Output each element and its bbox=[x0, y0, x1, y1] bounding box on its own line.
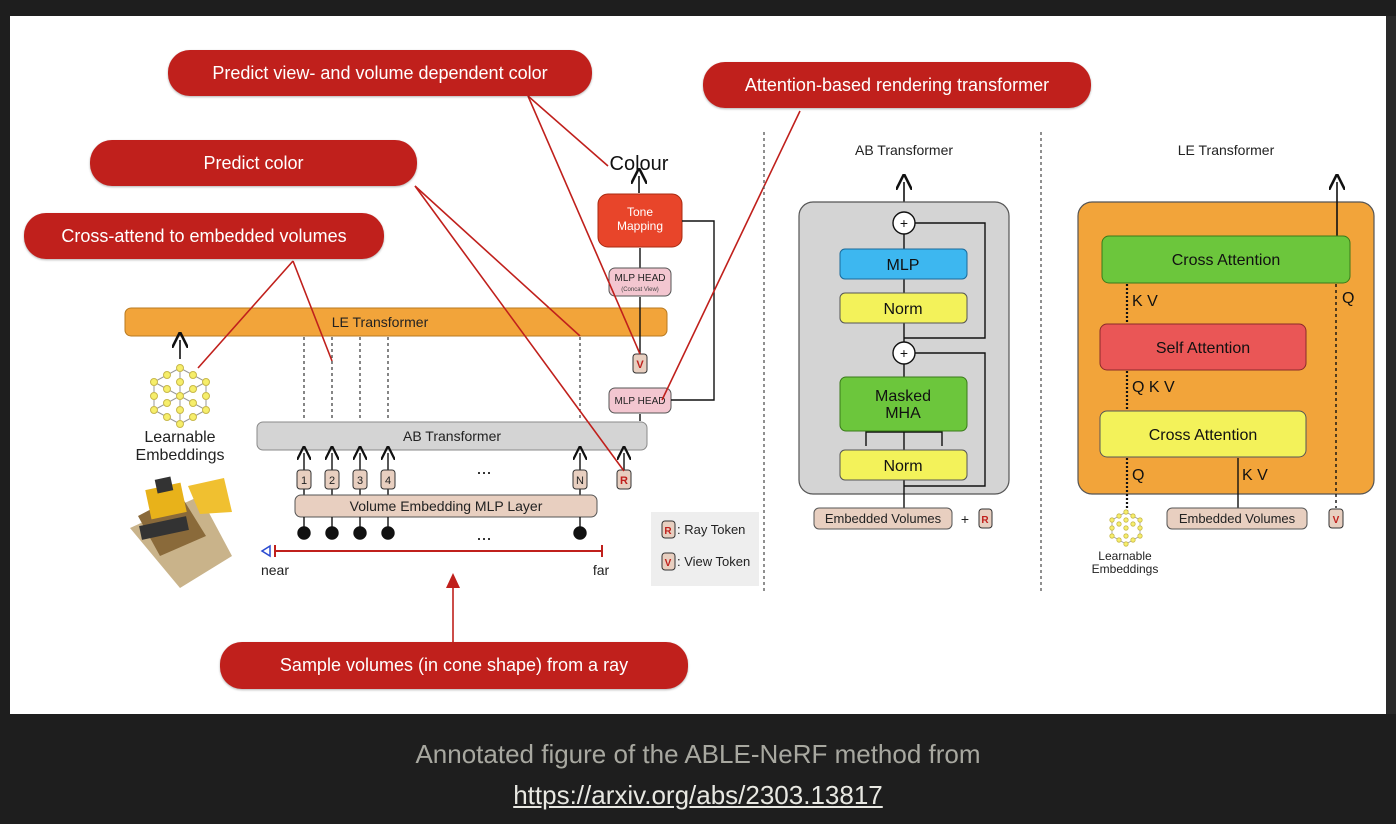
callout-sample-volumes: Sample volumes (in cone shape) from a ra… bbox=[220, 642, 688, 689]
legend-r-text: : Ray Token bbox=[677, 522, 745, 537]
ab-mlp-label: MLP bbox=[887, 257, 920, 274]
callout-predict-color: Predict color bbox=[90, 140, 417, 186]
far-label: far bbox=[593, 562, 610, 578]
token-2 bbox=[324, 469, 340, 490]
le-cross-attention-top bbox=[1101, 235, 1351, 284]
le-transformer-bar bbox=[124, 307, 668, 337]
callout-attention-rendering: Attention-based rendering transformer bbox=[703, 62, 1091, 108]
le-self-attn-label: Self Attention bbox=[1156, 340, 1250, 357]
le-v-token-label: V bbox=[1333, 515, 1340, 526]
le-learnable-label-2: Embeddings bbox=[1092, 562, 1159, 576]
ab-transformer-bar bbox=[256, 421, 648, 451]
ab-norm-top-block bbox=[839, 292, 968, 324]
scrollbar[interactable] bbox=[1386, 16, 1396, 714]
ab-transformer-label: AB Transformer bbox=[403, 428, 501, 444]
ab-embedded-label: Embedded Volumes bbox=[825, 511, 942, 526]
tone-label-2: Mapping bbox=[617, 219, 663, 233]
token-n bbox=[572, 469, 588, 490]
ab-norm-bottom-block bbox=[839, 449, 968, 481]
ab-norm-top-label: Norm bbox=[883, 301, 922, 318]
learnable-embeddings-icon bbox=[150, 364, 210, 428]
le-q-bottom: Q bbox=[1132, 467, 1144, 484]
ab-panel-title: AB Transformer bbox=[855, 142, 953, 158]
legend-v-swatch bbox=[661, 552, 676, 571]
legend-r-key: R bbox=[664, 526, 672, 537]
le-connections bbox=[1125, 284, 1337, 514]
le-self-attention bbox=[1099, 323, 1307, 371]
ab-embedded-volumes bbox=[813, 507, 953, 530]
le-transformer-label: LE Transformer bbox=[332, 314, 429, 330]
ab-masked-label-2: MHA bbox=[885, 405, 921, 422]
ab-plus-bottom-label: + bbox=[900, 345, 908, 361]
le-panel-title: LE Transformer bbox=[1178, 142, 1275, 158]
sample-points bbox=[297, 517, 587, 540]
sample-arrow-head bbox=[446, 573, 460, 588]
volume-embedding-bar bbox=[294, 494, 598, 518]
mlp-head-mid-label: MLP HEAD bbox=[615, 396, 666, 407]
diagram-figure: LE Transformer AB Transformer Learnable … bbox=[10, 16, 1386, 714]
token-1-label: 1 bbox=[301, 475, 307, 487]
callout-view-color: Predict view- and volume dependent color bbox=[168, 50, 592, 96]
concat-view-label: (Concat View) bbox=[621, 287, 659, 293]
ab-plus-sign: + bbox=[961, 511, 969, 527]
le-embedded-volumes bbox=[1166, 507, 1308, 530]
le-embedded-label: Embedded Volumes bbox=[1179, 511, 1296, 526]
ab-masked-label-1: Masked bbox=[875, 388, 931, 405]
head-to-tone-link bbox=[671, 220, 715, 401]
lego-bulldozer-image bbox=[130, 476, 232, 588]
le-cross-bottom-label: Cross Attention bbox=[1149, 427, 1258, 444]
ab-mlp-block bbox=[839, 248, 968, 280]
callout-leaders bbox=[197, 95, 801, 642]
le-kv-top: K V bbox=[1132, 293, 1158, 310]
near-label: near bbox=[261, 562, 289, 578]
sample-ellipsis: ... bbox=[476, 524, 491, 544]
token-ellipsis: ... bbox=[476, 458, 491, 478]
legend-v-key: V bbox=[665, 558, 672, 569]
volume-embedding-label: Volume Embedding MLP Layer bbox=[350, 498, 543, 514]
token-boxes: 1 2 3 4 N R ... bbox=[296, 458, 632, 490]
ab-masked-mha-block bbox=[839, 376, 968, 432]
le-cross-top-label: Cross Attention bbox=[1172, 252, 1281, 269]
ab-plus-top-label: + bbox=[900, 215, 908, 231]
le-learnable-icon bbox=[1109, 509, 1143, 547]
le-cross-attention-bottom bbox=[1099, 410, 1307, 458]
le-ab-connectors bbox=[303, 337, 581, 421]
mlp-head-top-label: MLP HEAD bbox=[615, 273, 666, 284]
le-v-token bbox=[1328, 508, 1344, 529]
legend-v-text: : View Token bbox=[677, 554, 750, 569]
token-4-label: 4 bbox=[385, 475, 391, 487]
token-3-label: 3 bbox=[357, 475, 363, 487]
token-r-label: R bbox=[620, 475, 628, 487]
le-q-right: Q bbox=[1342, 290, 1354, 307]
token-n-label: N bbox=[576, 475, 584, 487]
caption-link[interactable]: https://arxiv.org/abs/2303.13817 bbox=[513, 780, 883, 810]
colour-label: Colour bbox=[610, 153, 669, 175]
token-3 bbox=[352, 469, 368, 490]
le-qkv: Q K V bbox=[1132, 379, 1175, 396]
le-learnable-label-1: Learnable bbox=[1098, 549, 1152, 563]
token-2-label: 2 bbox=[329, 475, 335, 487]
token-4 bbox=[380, 469, 396, 490]
token-1 bbox=[296, 469, 312, 490]
caption-text: Annotated figure of the ABLE-NeRF method… bbox=[415, 739, 981, 769]
ab-plus-bottom bbox=[892, 341, 916, 365]
le-kv-bottom: K V bbox=[1242, 467, 1268, 484]
figure-caption: Annotated figure of the ABLE-NeRF method… bbox=[0, 734, 1396, 816]
tone-label-1: Tone bbox=[627, 205, 653, 219]
learnable-label-2: Embeddings bbox=[136, 447, 225, 464]
view-token-label: V bbox=[636, 359, 644, 371]
ray-line bbox=[260, 544, 603, 558]
ab-plus-top bbox=[892, 211, 916, 235]
ab-r-token-label: R bbox=[981, 515, 989, 526]
legend-r-swatch bbox=[661, 520, 676, 539]
callout-cross-attend: Cross-attend to embedded volumes bbox=[24, 213, 384, 259]
learnable-label-1: Learnable bbox=[144, 429, 215, 446]
ab-r-token bbox=[978, 508, 993, 529]
ab-norm-bottom-label: Norm bbox=[883, 458, 922, 475]
